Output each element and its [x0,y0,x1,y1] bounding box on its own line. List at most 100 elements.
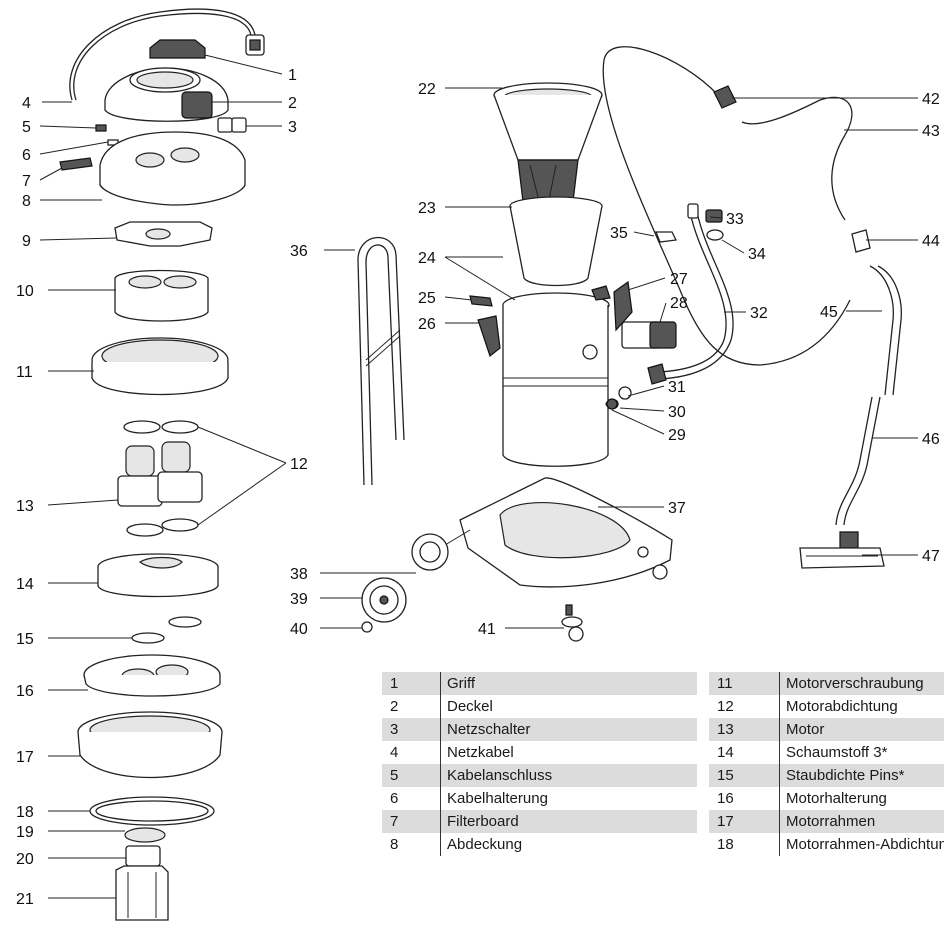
middle-callout-lines [320,87,746,629]
callout-30: 30 [668,404,686,421]
callout-35: 35 [610,225,628,242]
callout-8: 8 [22,193,31,210]
callout-31: 31 [668,379,686,396]
part-number: 6 [382,787,441,810]
callout-32: 32 [750,305,768,322]
legend-row: 4 Netzkabel [382,741,697,764]
frame-seal-ring-drawing [89,796,215,826]
part-name: Motor [779,718,944,741]
callout-2: 2 [288,95,297,112]
foam-10-drawing [114,269,209,322]
callout-10: 10 [16,283,34,300]
part-name: Motorhalterung [786,790,887,807]
part-name: Kabelhalterung [447,790,548,807]
callout-39: 39 [290,591,308,608]
callout-26: 26 [418,316,436,333]
callout-25: 25 [418,290,436,307]
motor-drawing [117,441,203,507]
trolley-wheels-drawing [361,533,449,633]
legend-row: 12 Motorabdichtung [709,695,944,718]
callout-numbers: 1 2 3 4 5 6 7 8 9 10 11 12 13 14 15 16 1… [16,67,940,908]
power-cable-drawing [69,8,256,101]
part-number: 14 [709,741,780,764]
part-number: 5 [382,764,441,787]
filter-bag-drawing [509,196,603,287]
callout-3: 3 [288,119,297,136]
callout-13: 13 [16,498,34,515]
callout-28: 28 [670,295,688,312]
callout-19: 19 [16,824,34,841]
side-hose-drawing [647,203,734,385]
part-name: Schaumstoff 3* [786,744,888,761]
callout-12: 12 [290,456,308,473]
floor-nozzle-drawing [799,531,885,569]
part-name: Motorrahmen-Abdichtung [786,836,944,853]
filter-basket-drawing [493,82,603,211]
callout-20: 20 [16,851,34,868]
callout-16: 16 [16,683,34,700]
foam-9-drawing [114,221,213,247]
tank-latches-drawing [469,280,633,358]
part-number: 8 [382,833,441,856]
legend-row: 6 Kabelhalterung [382,787,697,810]
cover-drawing [59,131,246,206]
callout-33: 33 [726,211,744,228]
tank-drawing [502,292,610,467]
callout-9: 9 [22,233,31,250]
legend-row: 2 Deckel [382,695,697,718]
part-number: 4 [382,741,441,764]
part-number: 7 [382,810,441,833]
foam-14-drawing [97,553,219,598]
trolley-base-drawing [419,477,673,588]
part-name: Motorabdichtung [786,698,898,715]
part-number: 17 [709,810,780,833]
part-name: Motorverschraubung [779,672,944,695]
callout-40: 40 [290,621,308,638]
part-name: Filterboard [440,810,697,833]
callout-43: 43 [922,123,940,140]
callout-44: 44 [922,233,940,250]
filter-cap-drawing [115,827,169,921]
left-callout-lines [39,54,287,899]
part-number: 1 [382,672,441,695]
callout-42: 42 [922,91,940,108]
part-number: 2 [382,695,441,718]
callout-15: 15 [16,631,34,648]
part-name: Kabelanschluss [440,764,697,787]
part-number: 11 [709,672,780,695]
callout-38: 38 [290,566,308,583]
part-name: Deckel [447,698,493,715]
callout-29: 29 [668,427,686,444]
callout-34: 34 [748,246,766,263]
motor-seals-drawing [123,420,199,537]
lid-drawing [104,67,247,133]
part-name: Netzschalter [440,718,697,741]
callout-21: 21 [16,891,34,908]
callout-24: 24 [418,250,436,267]
caster-drawing [561,604,584,642]
callout-1: 1 [288,67,297,84]
right-callout-lines [732,97,918,556]
handle-drawing [149,34,265,59]
part-name: Motorrahmen [779,810,944,833]
callout-5: 5 [22,119,31,136]
callout-46: 46 [922,431,940,448]
part-number: 12 [709,695,780,718]
part-name: Netzkabel [447,744,514,761]
callout-41: 41 [478,621,496,638]
part-number: 15 [709,764,780,787]
